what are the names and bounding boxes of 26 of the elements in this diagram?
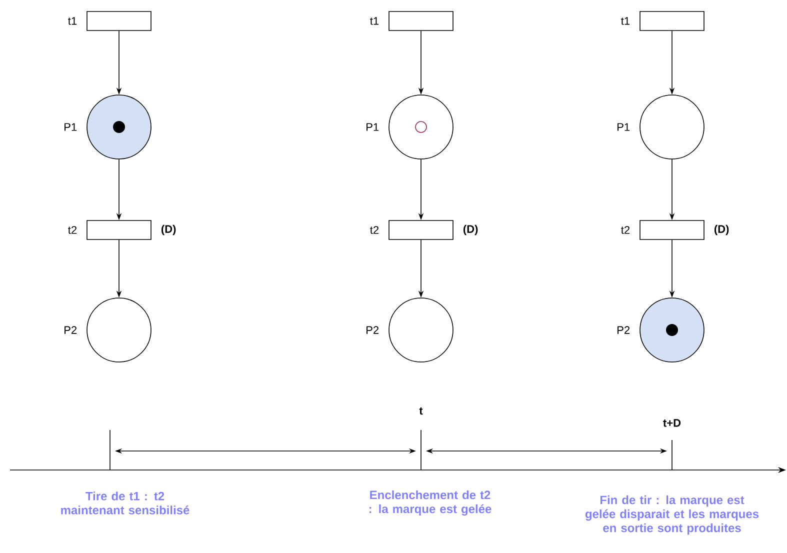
time-label: t xyxy=(419,407,423,415)
node-label: P1 xyxy=(618,123,630,131)
transition-box: t2 (D) xyxy=(370,220,478,240)
event-note: Fin de tir : la marque est gelée disparait et les marques en sortie sont produites xyxy=(585,495,759,535)
transition-box: t2 (D) xyxy=(621,220,729,240)
node-label: P2 xyxy=(366,326,379,334)
node-label: (D) xyxy=(161,224,176,236)
transition-box: t1 xyxy=(370,11,454,31)
node-label: t2 xyxy=(621,226,630,234)
node-label: t1 xyxy=(621,17,630,25)
time-label: t+D xyxy=(663,419,681,427)
node-label: t2 xyxy=(370,226,379,234)
transition-box: t1 xyxy=(68,11,152,31)
node-label: P1 xyxy=(366,123,379,131)
node-label: t2 xyxy=(68,226,77,234)
node-label: P2 xyxy=(618,326,630,334)
event-note: Enclenchement de t2 : la marque est gelée xyxy=(369,490,492,516)
node-label: (D) xyxy=(463,224,478,236)
transition-box: t2 (D) xyxy=(68,220,176,240)
transition-box: t1 xyxy=(621,11,704,31)
node-label: P1 xyxy=(64,123,77,131)
node-label: t1 xyxy=(370,17,379,25)
node-label: P2 xyxy=(64,326,77,334)
node-label: (D) xyxy=(714,224,729,236)
event-note: Tire de t1 : t2 maintenant sensibilisé xyxy=(61,492,190,514)
node-label: t1 xyxy=(68,17,77,25)
